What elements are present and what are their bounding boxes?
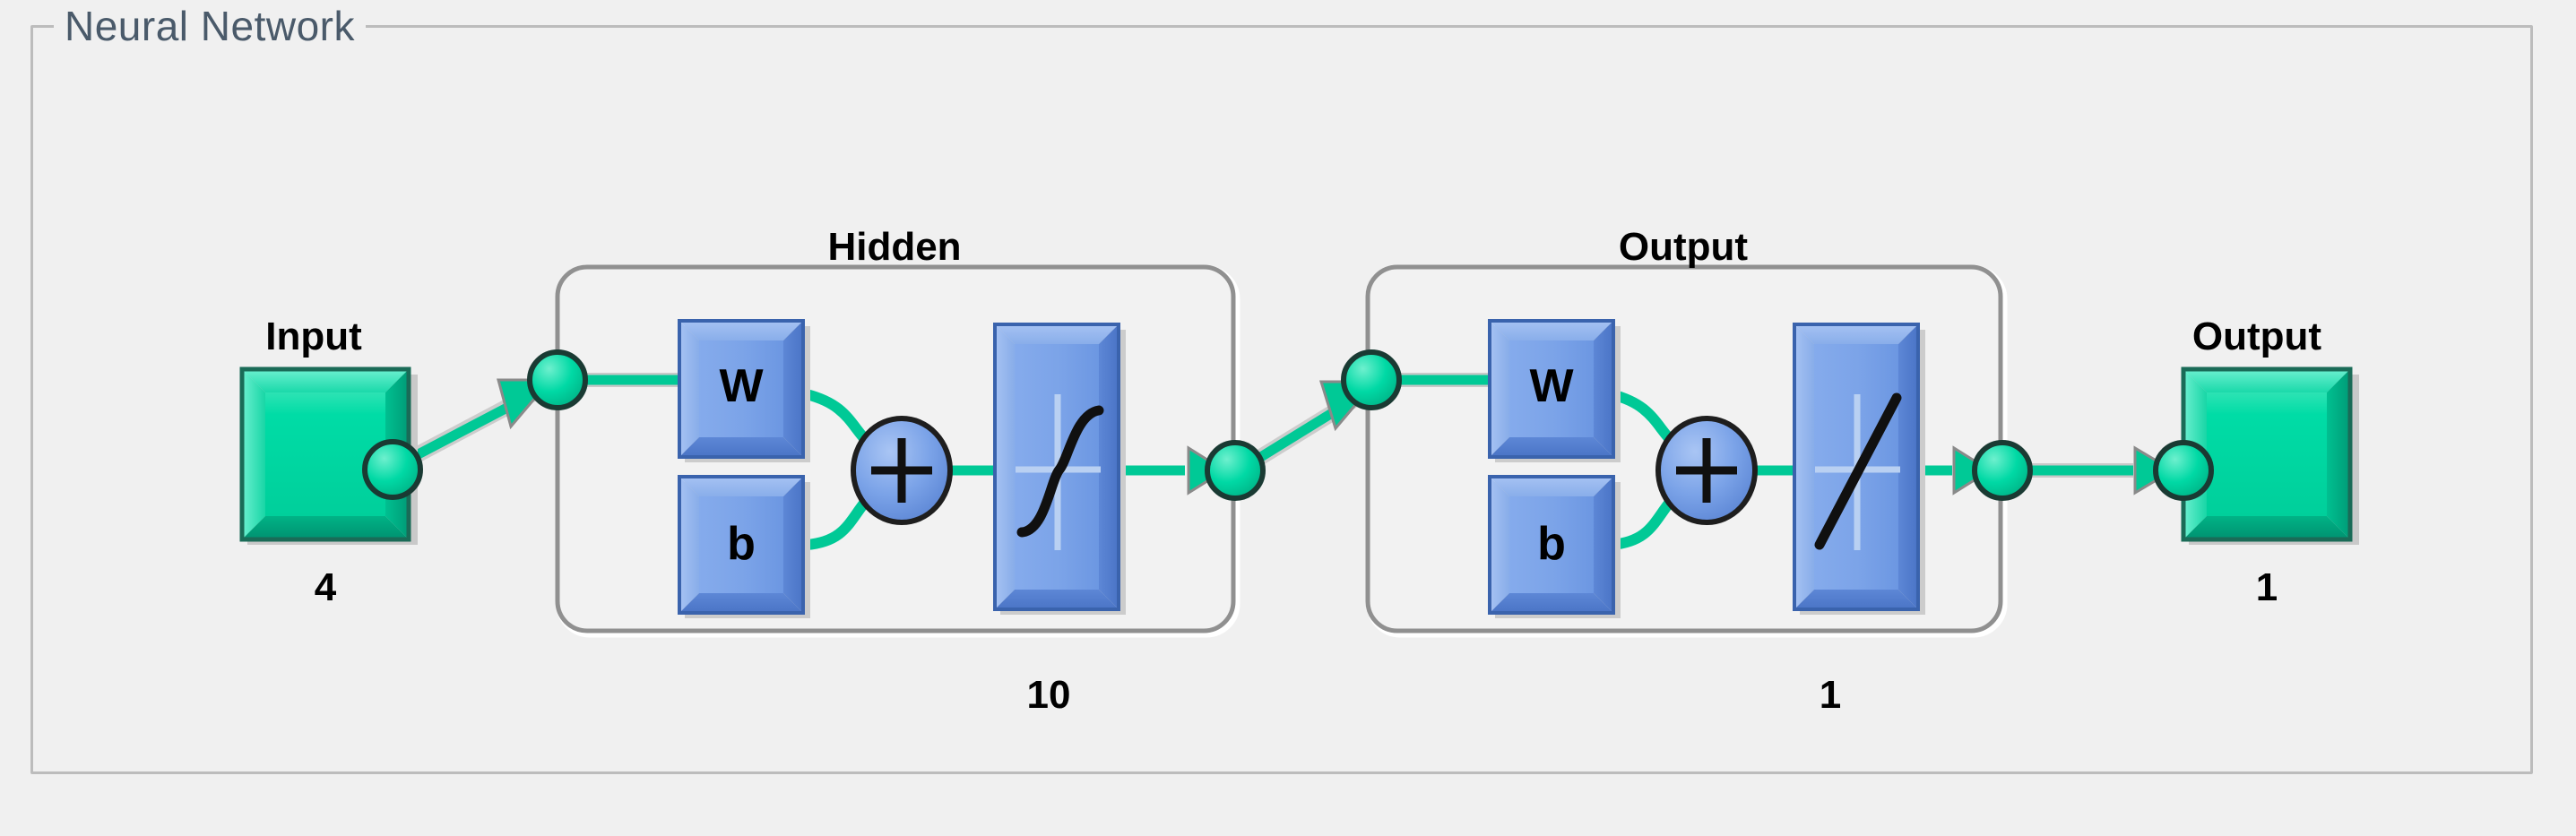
hidden-sum-node[interactable] xyxy=(851,416,953,525)
block-face xyxy=(1509,496,1594,593)
output-block-bevel-top xyxy=(2183,369,2350,392)
output-layer-entry-dot xyxy=(1341,349,1402,410)
block-face xyxy=(699,340,783,437)
input-output-dot xyxy=(362,439,423,500)
block-bevel-left xyxy=(1490,321,1509,457)
input-block-bevel-left xyxy=(242,369,265,539)
block-outline xyxy=(1488,319,1615,459)
block-bevel-left xyxy=(1490,477,1509,613)
block-bevel-left xyxy=(1794,324,1814,609)
hidden-weight-block[interactable]: W xyxy=(678,319,810,462)
hidden-exit-dot xyxy=(1205,440,1266,501)
output-block-face xyxy=(2207,392,2327,516)
output-layer-exit-dot xyxy=(1972,440,2033,501)
block-bevel-bottom xyxy=(1794,590,1918,609)
linear-line-icon xyxy=(1814,392,1902,550)
block-outline xyxy=(1488,475,1615,615)
block-outline xyxy=(1793,323,1920,611)
block-bevel-right xyxy=(1594,477,1613,613)
block-bevel-right xyxy=(1594,321,1613,457)
connection-dots xyxy=(362,349,2214,501)
output-weight-label: W xyxy=(1529,360,1574,412)
output-size: 1 xyxy=(2256,565,2278,609)
output-weight-block[interactable]: W xyxy=(1488,319,1621,462)
block-bevel-left xyxy=(995,324,1015,609)
output-block-bevel-bottom xyxy=(2183,516,2350,539)
output-block-group[interactable]: Output 1 xyxy=(2181,315,2359,609)
output-label: Output xyxy=(2192,315,2322,358)
block-bevel-top xyxy=(679,321,803,340)
block-bevel-top xyxy=(1490,321,1613,340)
block-bevel-right xyxy=(1099,324,1119,609)
output-layer-label: Output xyxy=(1619,225,1749,269)
neural-network-panel xyxy=(30,25,2533,774)
input-block-bevel-top xyxy=(242,369,409,392)
hidden-bias-block[interactable]: b xyxy=(678,475,810,618)
block-bevel-right xyxy=(783,321,803,457)
hidden-weight-label: W xyxy=(719,360,764,412)
output-activation-block[interactable] xyxy=(1793,323,1925,615)
hidden-activation-block[interactable] xyxy=(993,323,1126,615)
output-block-bevel-right xyxy=(2327,369,2350,539)
input-label: Input xyxy=(265,315,362,358)
output-bias-block[interactable]: b xyxy=(1488,475,1621,618)
block-bevel-top xyxy=(995,324,1119,344)
block-bevel-bottom xyxy=(679,593,803,613)
block-bevel-bottom xyxy=(1490,437,1613,457)
output-sum-node[interactable] xyxy=(1655,416,1758,525)
hidden-entry-dot xyxy=(527,349,588,410)
block-bevel-bottom xyxy=(995,590,1119,609)
hidden-layer-label: Hidden xyxy=(827,225,961,269)
block-bevel-top xyxy=(1794,324,1918,344)
block-outline xyxy=(678,475,805,615)
block-outline xyxy=(993,323,1120,611)
block-bevel-top xyxy=(1490,477,1613,496)
block-bevel-bottom xyxy=(1490,593,1613,613)
block-face xyxy=(699,496,783,593)
input-block-face xyxy=(265,392,385,516)
block-face xyxy=(1509,340,1594,437)
block-outline xyxy=(678,319,805,459)
input-block-bevel-bottom xyxy=(242,516,409,539)
block-bevel-right xyxy=(783,477,803,613)
panel-title: Neural Network xyxy=(54,5,366,47)
output-layer-size: 1 xyxy=(1820,673,1841,717)
block-bevel-left xyxy=(679,321,699,457)
block-bevel-top xyxy=(679,477,803,496)
output-block-input-dot xyxy=(2153,440,2214,501)
hidden-bias-label: b xyxy=(727,518,756,570)
output-bias-label: b xyxy=(1537,518,1566,570)
input-size: 4 xyxy=(315,565,337,609)
block-bevel-left xyxy=(679,477,699,613)
block-bevel-bottom xyxy=(679,437,803,457)
hidden-layer-size: 10 xyxy=(1027,673,1071,717)
sigmoid-curve-icon xyxy=(1016,405,1104,538)
block-bevel-right xyxy=(1898,324,1918,609)
